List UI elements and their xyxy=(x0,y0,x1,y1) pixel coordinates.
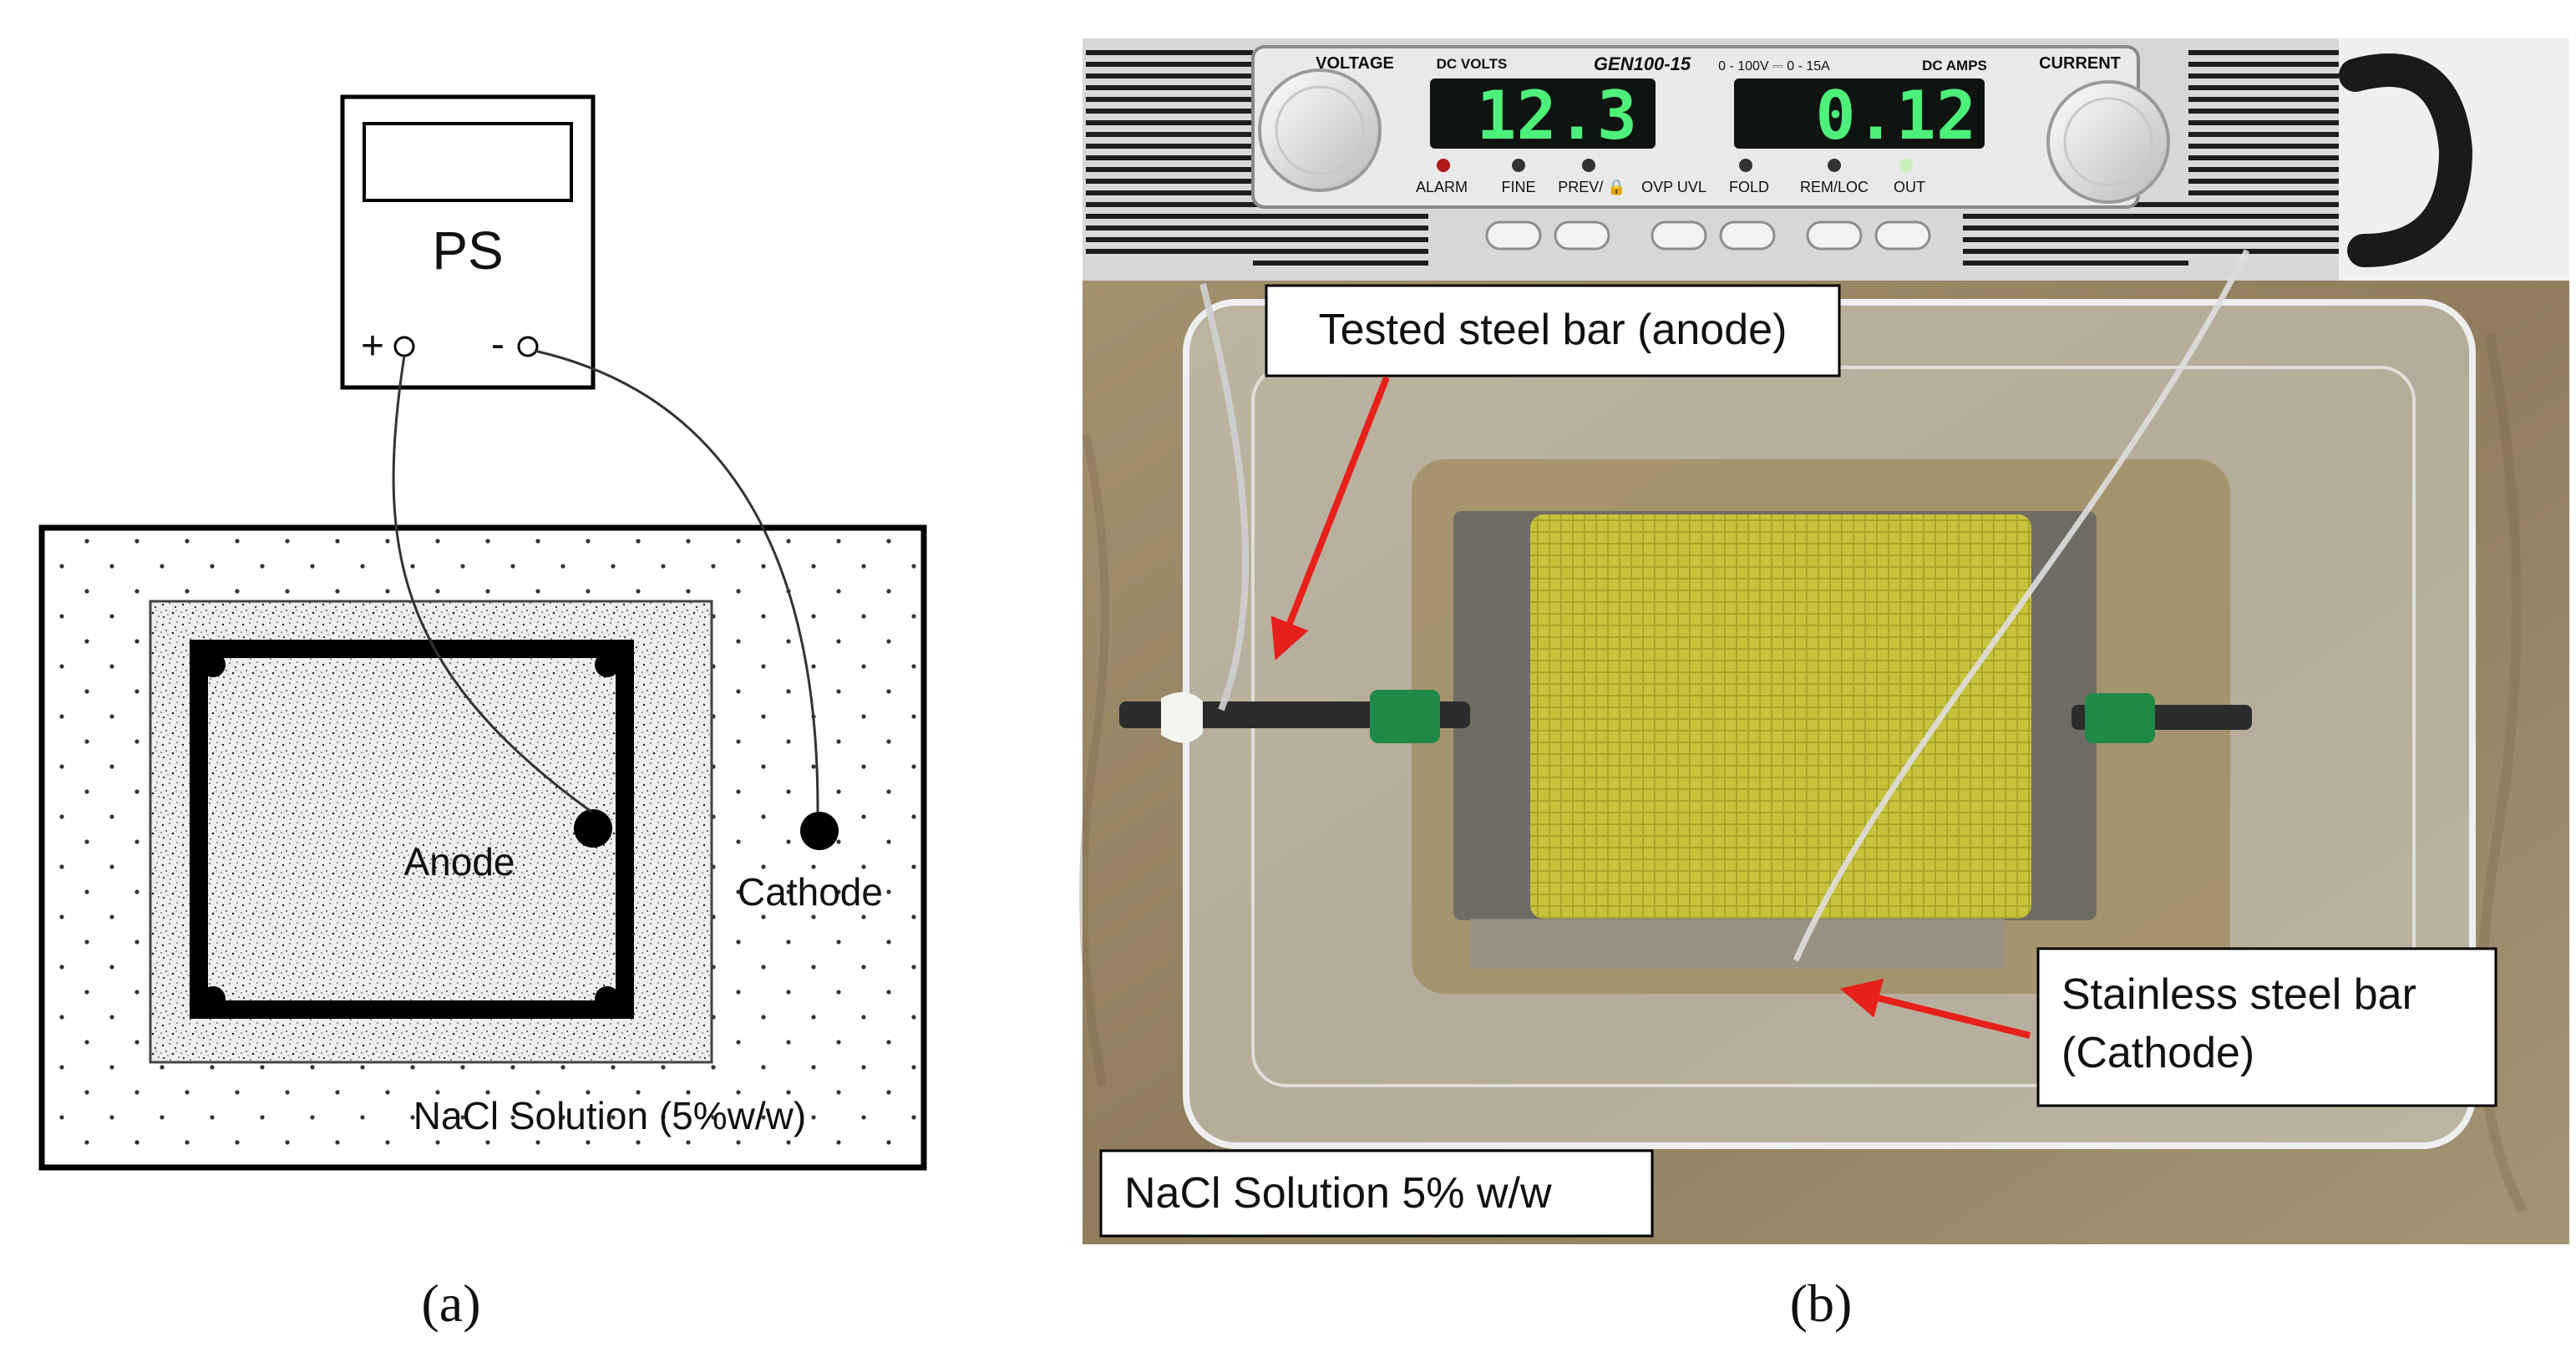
psu-rating: 0 - 100V ⎓ 0 - 15A xyxy=(1718,59,1830,73)
psu-button xyxy=(1554,220,1610,251)
cathode-terminal xyxy=(800,812,839,850)
tape-wrap xyxy=(1161,691,1203,743)
psu-button xyxy=(1485,220,1542,251)
remloc-led xyxy=(1828,159,1841,172)
voltage-knob xyxy=(1258,68,1382,192)
psu-vents-left xyxy=(1086,50,1253,259)
wire-anode xyxy=(1199,283,1250,711)
power-supply-label: PS xyxy=(432,220,503,281)
rebar-cage xyxy=(190,640,634,1019)
plus-terminal xyxy=(393,336,415,357)
psu-handle xyxy=(2339,53,2473,267)
psu-vents-right xyxy=(2188,50,2339,259)
power-supply-display xyxy=(363,122,573,202)
psu-vents-left2 xyxy=(1253,200,1428,267)
fold-led xyxy=(1739,159,1752,172)
psu-button xyxy=(1651,220,1707,251)
dc-volts-label: DC VOLTS xyxy=(1437,56,1508,72)
cathode-wire xyxy=(534,349,819,813)
concrete-bottom-edge xyxy=(1470,919,2005,969)
rebar-corner xyxy=(200,652,226,677)
alarm-led xyxy=(1437,159,1450,172)
voltage-knob-label: VOLTAGE xyxy=(1316,54,1394,73)
minus-sign: - xyxy=(491,322,505,367)
callout-cathode-box xyxy=(2036,947,2497,1107)
current-knob xyxy=(2046,80,2170,204)
button-label-ovp: OVP UVL xyxy=(1641,179,1706,195)
bar-insulation-right xyxy=(2085,693,2155,743)
psu-button xyxy=(1806,220,1863,251)
button-label-remloc: REM/LOC xyxy=(1800,179,1869,195)
fiber-mesh xyxy=(1530,514,2031,919)
psu-vents-right2 xyxy=(1963,200,2188,267)
callout-solution-box xyxy=(1099,1149,1654,1238)
callout-anode: Tested steel bar (anode) xyxy=(1319,306,1787,354)
anode-label: Anode xyxy=(403,840,515,884)
arrow-anode xyxy=(1270,376,1390,661)
arrow-cathode xyxy=(1839,978,2031,1039)
button-label-prev: PREV/ 🔒 xyxy=(1558,179,1625,195)
button-label-fine: FINE xyxy=(1501,179,1535,195)
prev-led xyxy=(1582,159,1595,172)
caption-a: (a) xyxy=(421,1274,480,1333)
panel-b: VOLTAGE DC VOLTS GEN100-15 0 - 100V ⎓ 0 … xyxy=(1079,38,2569,1333)
anode-terminal xyxy=(574,809,612,848)
plus-sign: + xyxy=(361,324,384,368)
current-reading: 0.12 xyxy=(1815,77,1976,154)
button-label-alarm: ALARM xyxy=(1416,179,1468,195)
callout-solution: NaCl Solution 5% w/w xyxy=(1124,1169,1552,1218)
callout-anode-box xyxy=(1265,284,1841,377)
button-label-out: OUT xyxy=(1894,179,1925,195)
minus-terminal xyxy=(517,336,539,357)
voltage-display xyxy=(1430,78,1656,149)
rebar-corner xyxy=(595,986,620,1011)
psu-model: GEN100-15 xyxy=(1594,53,1691,74)
dc-amps-label: DC AMPS xyxy=(1922,58,1987,73)
current-knob-label: CURRENT xyxy=(2039,54,2121,73)
caption-b: (b) xyxy=(1790,1274,1853,1333)
psu-button xyxy=(1874,220,1931,251)
cathode-label: Cathode xyxy=(738,870,883,914)
button-label-fold: FOLD xyxy=(1729,179,1769,195)
solution-label: NaCl Solution (5%w/w) xyxy=(413,1094,806,1137)
rebar-corner xyxy=(595,652,620,677)
rebar-corner xyxy=(200,986,226,1011)
callout-cathode-line2: (Cathode) xyxy=(2061,1029,2254,1077)
fine-led xyxy=(1512,159,1525,172)
callout-cathode-line1: Stainless steel bar xyxy=(2061,970,2416,1019)
out-led xyxy=(1899,159,1913,172)
psu-button xyxy=(1719,220,1776,251)
voltage-reading: 12.3 xyxy=(1476,77,1637,154)
bar-insulation-left xyxy=(1370,690,1440,743)
current-display xyxy=(1734,78,1985,149)
panel-a: PS + - Anode Cathode NaCl Solution (5%w/… xyxy=(38,94,927,1333)
wire-cathode xyxy=(1793,249,2250,962)
anode-wire xyxy=(392,355,592,813)
